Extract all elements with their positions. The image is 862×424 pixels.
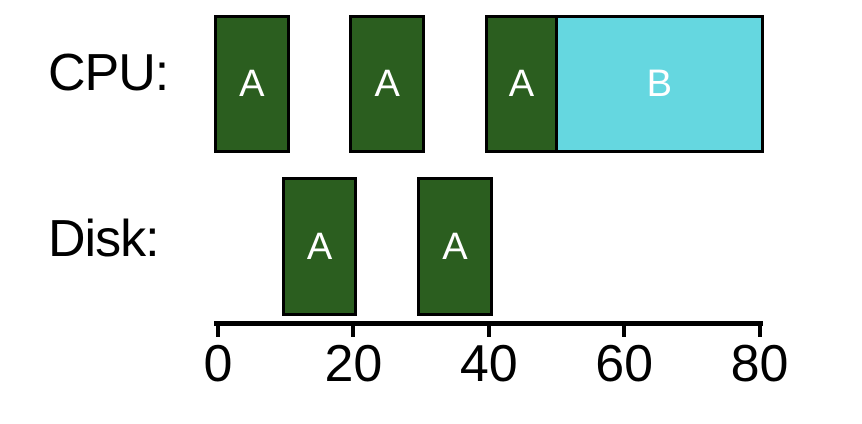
cpu-row-label: CPU: bbox=[48, 44, 169, 102]
axis-tick-80 bbox=[757, 321, 762, 337]
axis-tick-20 bbox=[351, 321, 356, 337]
disk-bar-a-t30-40: A bbox=[420, 180, 490, 313]
disk-interval-group: A bbox=[281, 177, 358, 316]
axis-tick-label-60: 60 bbox=[595, 335, 654, 393]
disk-interval-group: A bbox=[417, 177, 493, 316]
axis-tick-40 bbox=[486, 321, 491, 337]
process-label: B bbox=[646, 63, 673, 105]
disk-bar-a-t10-20: A bbox=[284, 180, 355, 313]
cpu-bar-a-t0-10: A bbox=[217, 18, 287, 150]
axis-tick-label-40: 40 bbox=[459, 335, 518, 393]
cpu-interval-group: A bbox=[214, 15, 290, 153]
process-label: A bbox=[374, 63, 400, 105]
process-label: A bbox=[306, 225, 333, 268]
cpu-bar-b-t50-80: B bbox=[555, 18, 761, 150]
axis-tick-label-0: 0 bbox=[203, 335, 233, 393]
axis-tick-label-80: 80 bbox=[730, 335, 789, 393]
cpu-bar-a-t40-50: A bbox=[487, 18, 556, 150]
axis-tick-0 bbox=[216, 321, 220, 337]
axis-tick-label-20: 20 bbox=[324, 335, 383, 393]
process-label: A bbox=[442, 225, 468, 268]
process-label: A bbox=[508, 63, 535, 105]
axis-tick-60 bbox=[622, 321, 627, 337]
disk-row-label: Disk: bbox=[48, 210, 160, 268]
process-label: A bbox=[239, 63, 265, 105]
cpu-bar-a-t20-30: A bbox=[352, 18, 423, 150]
cpu-interval-group: A bbox=[349, 15, 426, 153]
